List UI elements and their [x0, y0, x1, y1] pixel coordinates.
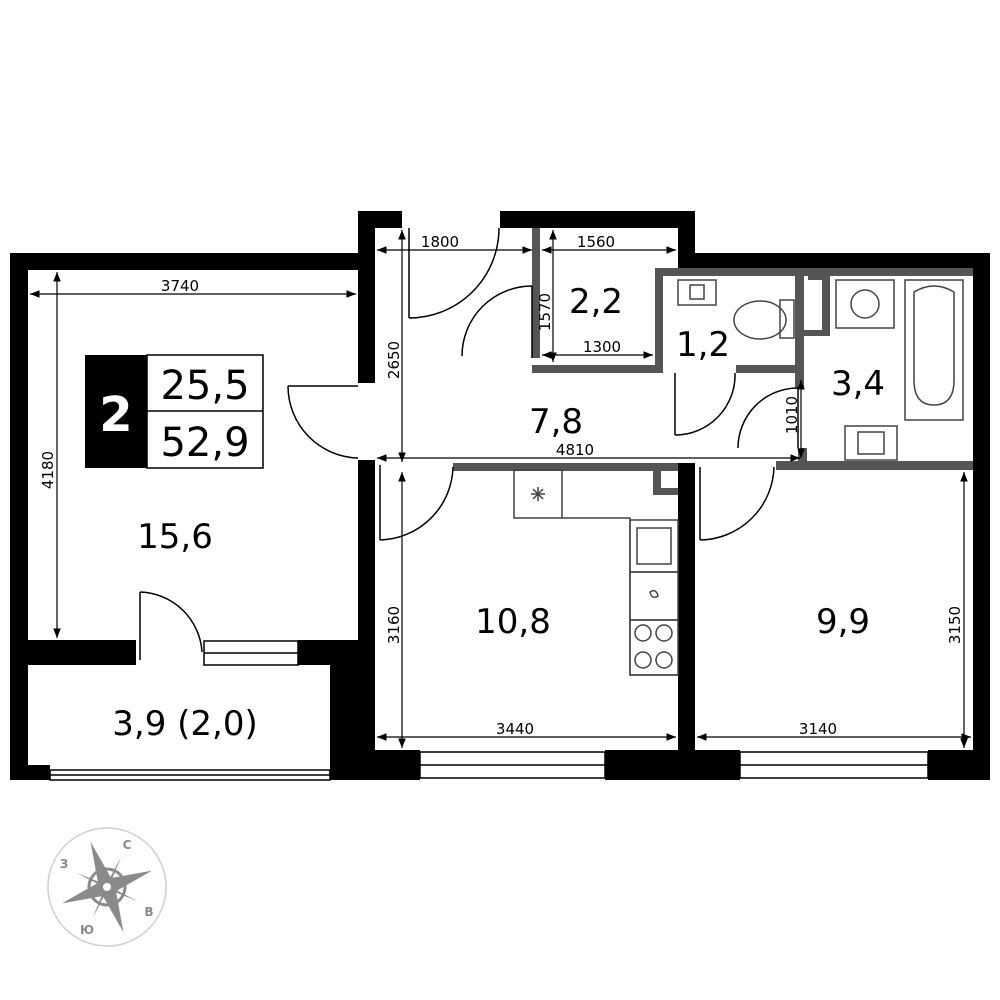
room-area-bedroom: 9,9 — [816, 602, 870, 642]
toilet-icon — [733, 299, 795, 340]
compass: С В Ю З — [47, 827, 167, 947]
dimension-lines — [30, 230, 971, 748]
dim-hall-length: 4810 — [556, 441, 594, 459]
dishwasher-icon — [629, 571, 679, 621]
room-area-kitchen: 10,8 — [475, 602, 551, 642]
area-badge: 2 25,5 52,9 — [85, 354, 264, 469]
stove-icon — [629, 619, 679, 676]
sink-icon — [677, 279, 717, 306]
bathtub-icon — [904, 279, 964, 421]
dim-bedroom-width: 3140 — [799, 720, 837, 738]
room-area-toilet: 1,2 — [676, 325, 730, 365]
dim-bath-door: 1010 — [783, 396, 801, 434]
exterior-walls — [10, 211, 990, 780]
compass-west: З — [60, 857, 69, 871]
room-area-storage: 2,2 — [569, 282, 623, 322]
dim-hall-top-left: 1800 — [421, 233, 459, 251]
dim-storage-depth: 1570 — [536, 293, 554, 331]
dim-storage-width-bottom: 1300 — [583, 338, 621, 356]
fixtures — [513, 279, 964, 676]
room-area-living: 15,6 — [137, 517, 213, 557]
dim-living-width: 3740 — [161, 277, 199, 295]
windows — [49, 640, 929, 781]
bath-sink-icon — [844, 425, 898, 461]
partitions — [453, 228, 973, 495]
compass-east: В — [144, 905, 153, 919]
dim-kitchen-width: 3440 — [496, 720, 534, 738]
compass-rose-icon — [61, 841, 153, 933]
kitchen-counter — [562, 517, 678, 676]
compass-south: Ю — [80, 923, 94, 937]
badge-living-area: 25,5 — [160, 363, 249, 409]
room-area-bathroom: 3,4 — [831, 364, 885, 404]
room-area-hallway: 7,8 — [529, 402, 583, 442]
dim-bedroom-depth: 3150 — [946, 606, 964, 644]
washing-machine-icon — [835, 279, 895, 329]
dim-hall-depth: 2650 — [385, 341, 403, 379]
room-area-balcony: 3,9 (2,0) — [112, 704, 257, 744]
dim-living-depth: 4180 — [39, 451, 57, 489]
fridge-icon — [513, 469, 563, 519]
badge-room-count: 2 — [99, 387, 132, 443]
dim-storage-width-top: 1560 — [577, 233, 615, 251]
compass-north: С — [123, 838, 132, 852]
badge-total-area: 52,9 — [160, 420, 249, 466]
dim-kitchen-depth: 3160 — [385, 606, 403, 644]
